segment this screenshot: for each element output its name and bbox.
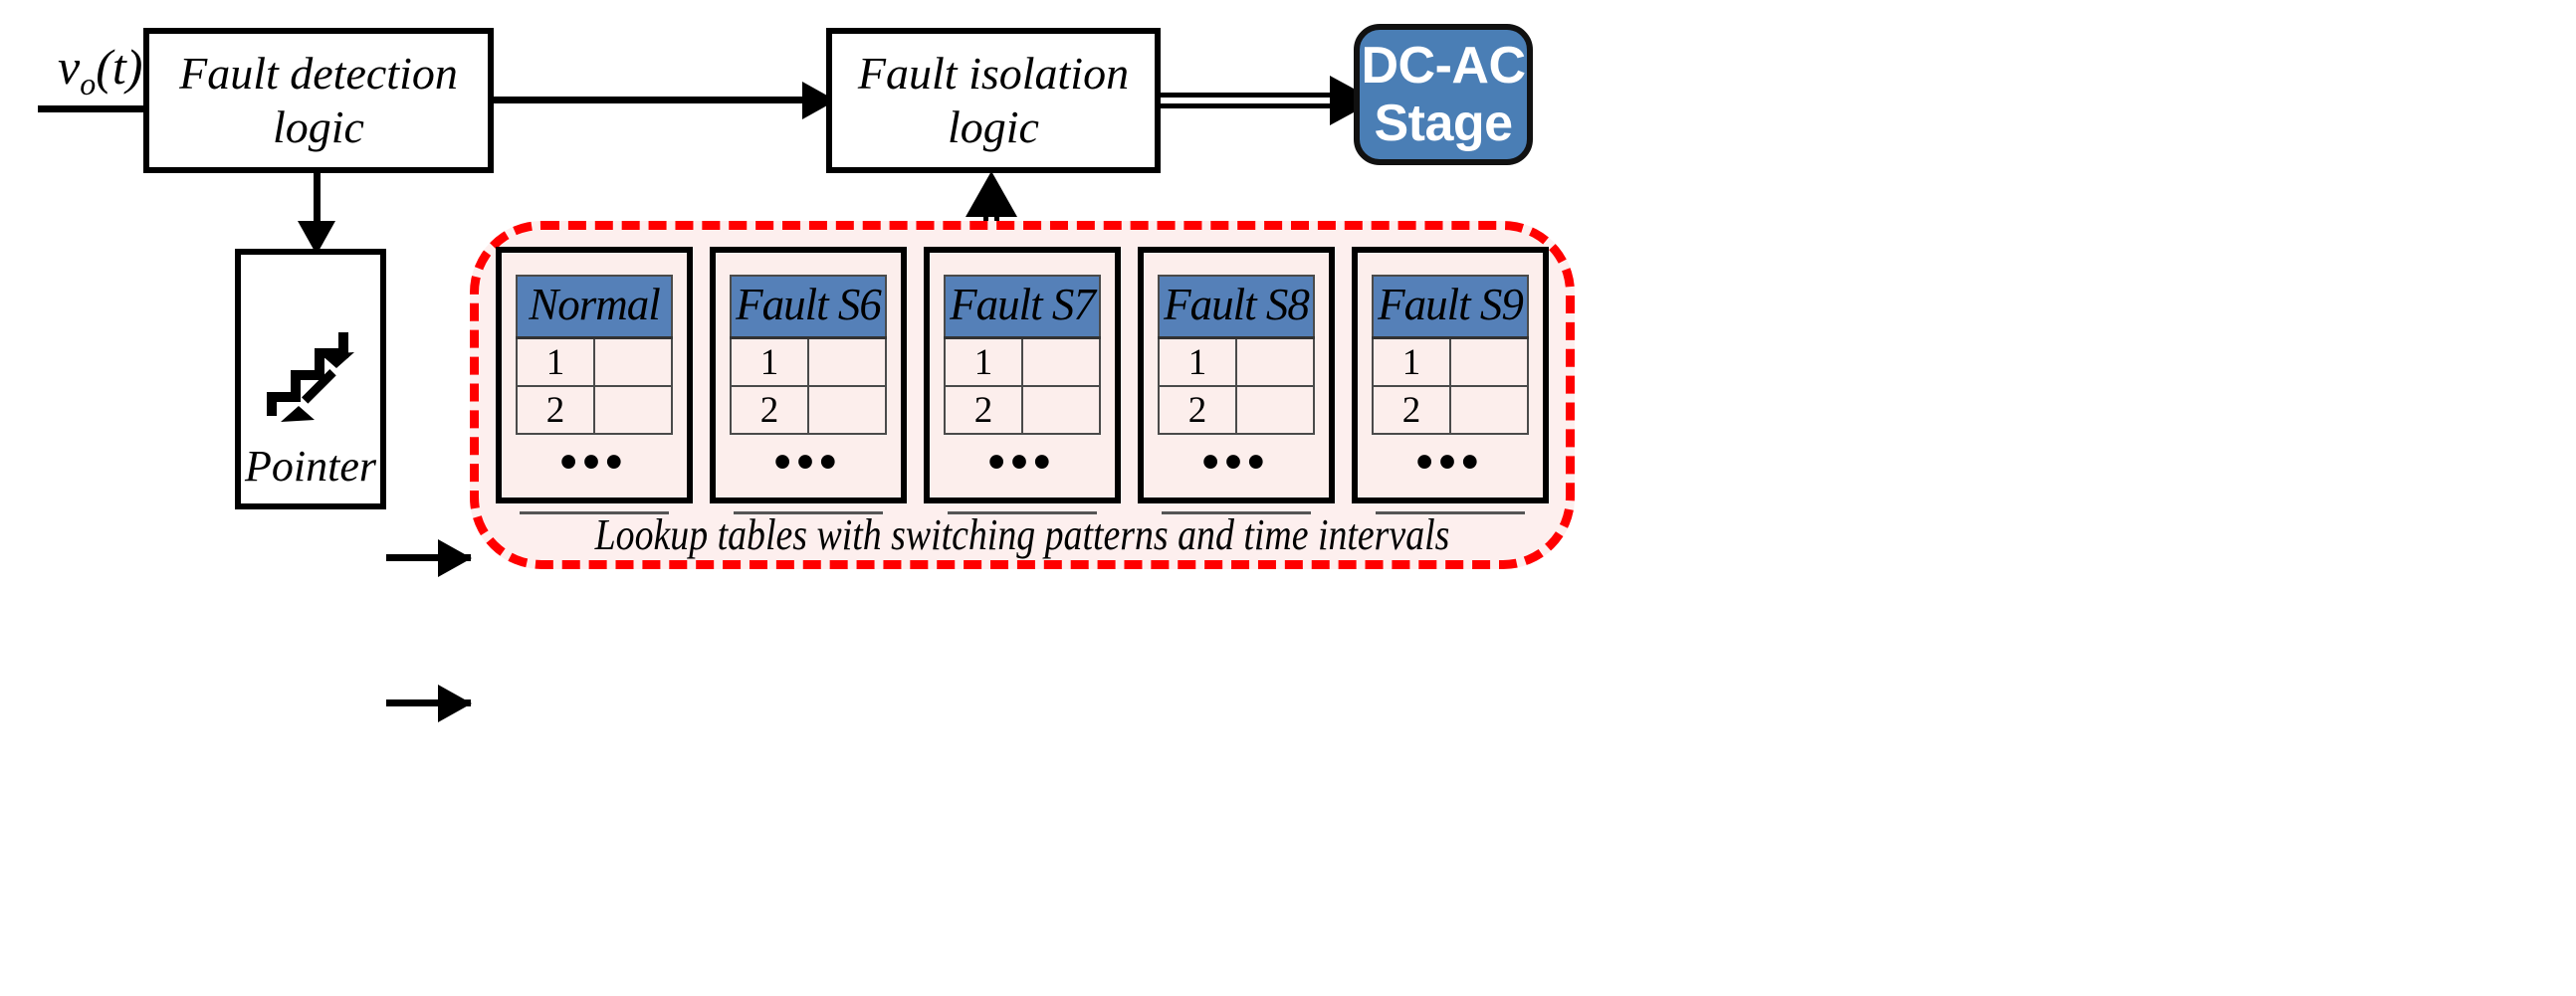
isolation-to-stage-bus-line bbox=[1161, 93, 1336, 108]
pointer-to-lookup-arrow-head-1 bbox=[438, 539, 472, 577]
lookup-row-value bbox=[1235, 336, 1315, 387]
input-signal-base: v bbox=[58, 39, 81, 95]
lookup-table-title: Fault S6 bbox=[730, 275, 887, 339]
lookup-table-row: 1 bbox=[1158, 336, 1315, 387]
lookup-row-index: 2 bbox=[944, 385, 1023, 435]
lookup-tables-caption: Lookup tables with switching patterns an… bbox=[594, 510, 1450, 559]
detection-to-pointer-line bbox=[314, 173, 321, 231]
lookup-row-index: 1 bbox=[730, 336, 809, 387]
lookup-to-isolation-arrow-head bbox=[966, 171, 1017, 217]
fault-isolation-logic-label: Fault isolation logic bbox=[857, 47, 1130, 152]
lookup-table-row: 2 bbox=[516, 385, 673, 435]
lookup-row-value bbox=[1021, 336, 1101, 387]
detection-to-isolation-line bbox=[494, 97, 804, 103]
lookup-table-row: 2 bbox=[944, 385, 1101, 435]
pointer-to-lookup-line-1 bbox=[386, 554, 471, 561]
lookup-row-value bbox=[1449, 336, 1529, 387]
pointer-to-lookup-arrow-head-2 bbox=[438, 685, 472, 722]
lookup-table-row: 1 bbox=[730, 336, 887, 387]
lookup-row-index: 2 bbox=[1372, 385, 1451, 435]
pointer-block-label: Pointer bbox=[245, 442, 376, 491]
lookup-row-index: 1 bbox=[944, 336, 1023, 387]
lookup-table-footer-rule bbox=[734, 511, 883, 514]
pointer-to-lookup-line-2 bbox=[386, 699, 471, 706]
lookup-row-value bbox=[1021, 385, 1101, 435]
fault-detection-logic-block[interactable]: Fault detection logic bbox=[143, 28, 494, 173]
dc-ac-stage-line-1: DC-AC bbox=[1361, 36, 1526, 95]
pointer-block[interactable]: Pointer bbox=[235, 249, 386, 509]
fault-detection-logic-label: Fault detection logic bbox=[179, 47, 458, 152]
fault-isolation-logic-block[interactable]: Fault isolation logic bbox=[826, 28, 1161, 173]
lookup-row-index: 1 bbox=[1158, 336, 1237, 387]
lookup-table-row: 2 bbox=[1372, 385, 1529, 435]
lookup-table-title: Normal bbox=[516, 275, 673, 339]
lookup-table-row: 2 bbox=[730, 385, 887, 435]
lookup-table-ellipsis: ••• bbox=[773, 436, 843, 489]
lookup-table-ellipsis: ••• bbox=[559, 436, 629, 489]
input-signal-subscript: o bbox=[80, 66, 97, 101]
lookup-table-footer-rule bbox=[948, 511, 1097, 514]
lookup-row-value bbox=[807, 336, 887, 387]
input-signal-label: vo(t) bbox=[58, 38, 142, 102]
lookup-row-index: 2 bbox=[1158, 385, 1237, 435]
lookup-table-footer-rule bbox=[1376, 511, 1525, 514]
lookup-row-value bbox=[1449, 385, 1529, 435]
lookup-table-ellipsis: ••• bbox=[1201, 436, 1271, 489]
lookup-row-value bbox=[593, 336, 673, 387]
lookup-table-ellipsis: ••• bbox=[1415, 436, 1485, 489]
lookup-table-title: Fault S7 bbox=[944, 275, 1101, 339]
lookup-table-row: 1 bbox=[1372, 336, 1529, 387]
lookup-table-title: Fault S9 bbox=[1372, 275, 1529, 339]
lookup-table-row: 1 bbox=[944, 336, 1101, 387]
lookup-row-index: 1 bbox=[1372, 336, 1451, 387]
dc-ac-stage-line-2: Stage bbox=[1374, 95, 1513, 152]
lookup-table-footer-rule bbox=[1162, 511, 1311, 514]
lookup-table-row: 1 bbox=[516, 336, 673, 387]
lookup-table-ellipsis: ••• bbox=[987, 436, 1057, 489]
lookup-table-footer-rule bbox=[520, 511, 669, 514]
lookup-row-value bbox=[1235, 385, 1315, 435]
input-signal-argument: (t) bbox=[96, 39, 143, 95]
lookup-table-row: 2 bbox=[1158, 385, 1315, 435]
lookup-row-index: 2 bbox=[516, 385, 595, 435]
dc-ac-stage-block[interactable]: DC-AC Stage bbox=[1354, 24, 1533, 165]
lookup-row-value bbox=[807, 385, 887, 435]
lookup-row-index: 2 bbox=[730, 385, 809, 435]
stairs-arrow-icon bbox=[267, 332, 354, 422]
lookup-row-index: 1 bbox=[516, 336, 595, 387]
lookup-table-title: Fault S8 bbox=[1158, 275, 1315, 339]
input-arrow-line bbox=[38, 105, 209, 112]
lookup-row-value bbox=[593, 385, 673, 435]
